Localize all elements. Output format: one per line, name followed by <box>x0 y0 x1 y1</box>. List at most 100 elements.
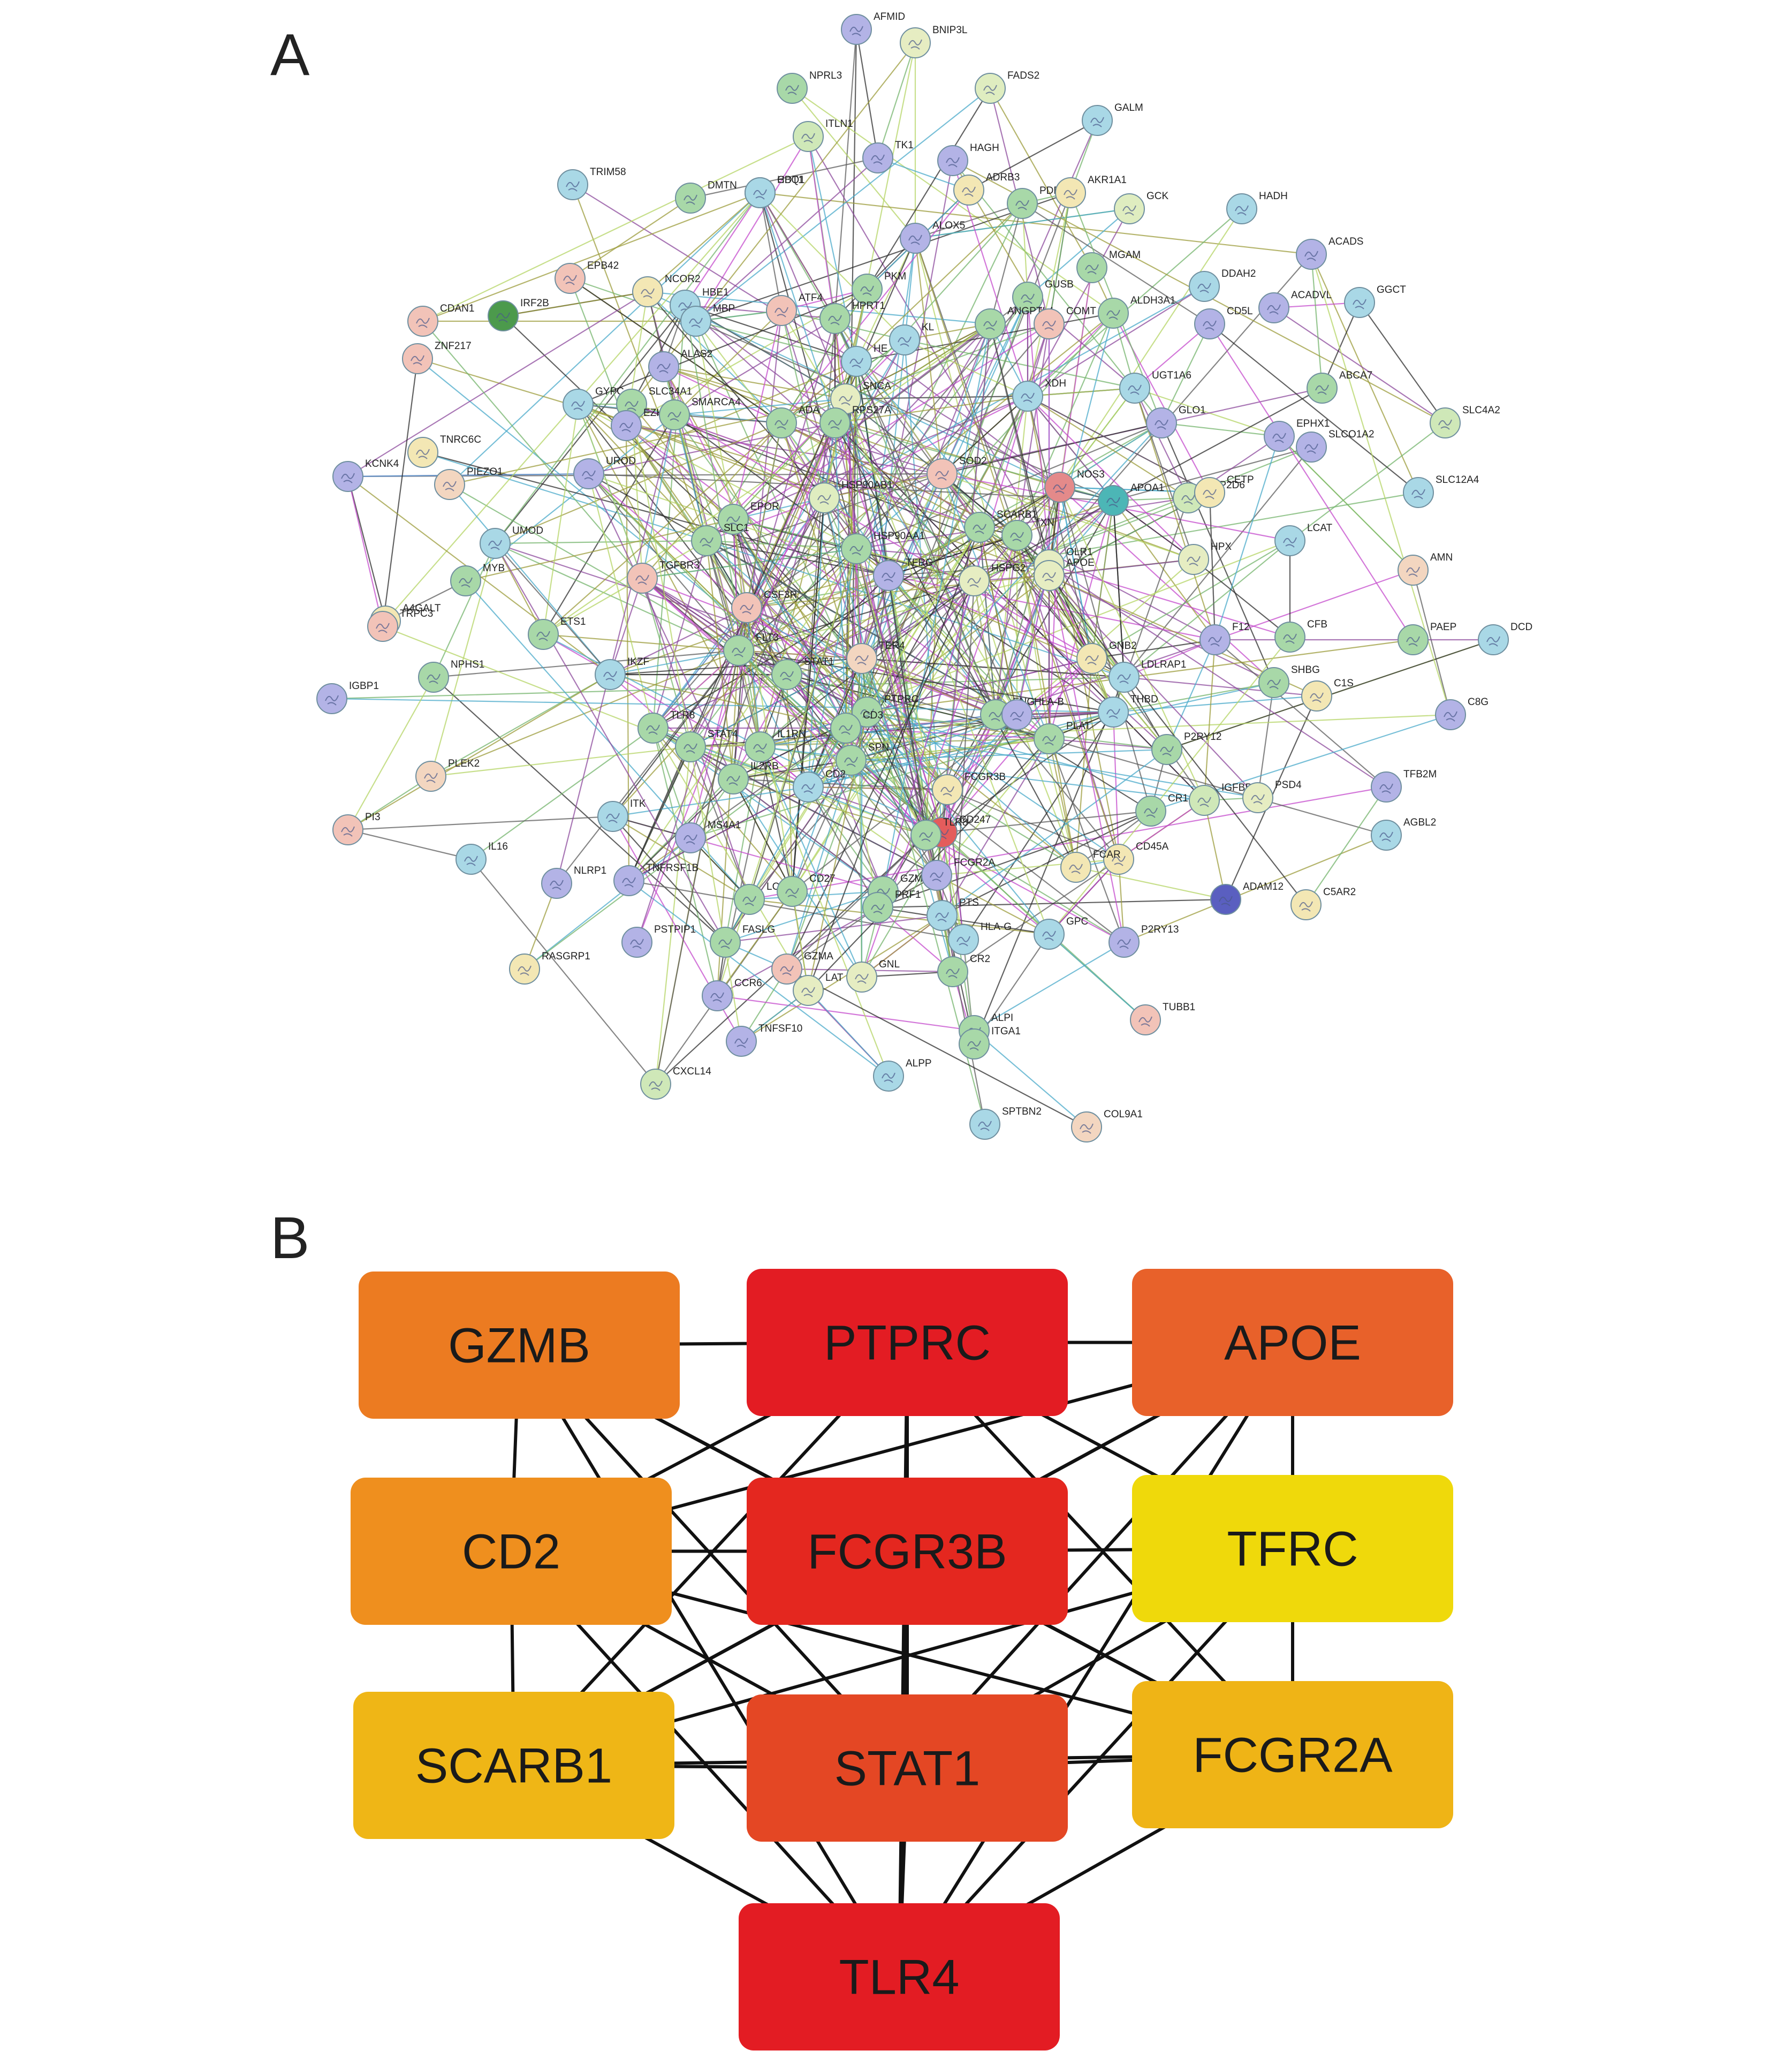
ppi-edge <box>1203 800 1227 900</box>
ppi-edge <box>792 88 1114 314</box>
ppi-node: TUBB1 <box>1130 1002 1195 1035</box>
ppi-edge <box>781 323 1050 424</box>
ppi-edge <box>578 288 868 405</box>
hub-gene-box <box>359 1272 680 1419</box>
ppi-node-label: CD27 <box>809 873 836 884</box>
ppi-edge <box>760 192 905 340</box>
ppi-edge <box>877 157 969 191</box>
ppi-node: HAGH <box>937 142 999 176</box>
ppi-node-label: MGAM <box>1109 249 1141 261</box>
ppi-node: CSF3R <box>731 589 797 623</box>
ppi-node-label: HADH <box>1259 191 1288 202</box>
ppi-edge <box>941 396 1028 474</box>
protein-structure-icon <box>1272 433 1286 443</box>
hub-gene-label: GZMB <box>448 1319 590 1373</box>
hub-gene-box <box>747 1694 1068 1842</box>
ppi-edge <box>636 422 836 943</box>
protein-structure-icon <box>1085 264 1099 275</box>
ppi-edge <box>690 339 905 747</box>
ppi-edge <box>941 810 1151 834</box>
ppi-edge <box>1048 313 1114 565</box>
ppi-edge <box>347 677 434 830</box>
ppi-edge <box>1091 639 1216 660</box>
protein-structure-icon <box>1042 572 1056 582</box>
ppi-node: NPHS1 <box>418 659 484 693</box>
hub-gene-box <box>747 1478 1068 1625</box>
hub-gene-node: STAT1 <box>747 1694 1068 1842</box>
ppi-node-label: TUBB1 <box>1163 1002 1195 1013</box>
ppi-node-label: TFB2M <box>1403 769 1437 780</box>
ppi-node: MBP <box>680 303 735 337</box>
ppi-edge <box>641 578 692 747</box>
ppi-node: FADS2 <box>975 70 1039 104</box>
ppi-edge <box>609 578 643 675</box>
protein-structure-icon <box>518 965 531 976</box>
ppi-edge <box>994 575 1050 715</box>
ppi-edge <box>612 548 857 817</box>
ppi-node: CCR6 <box>702 978 762 1011</box>
ppi-node-label: CFB <box>1307 619 1327 630</box>
ppi-node-label: NCOR2 <box>665 274 701 285</box>
protein-structure-icon <box>742 896 756 906</box>
ppi-edge <box>1289 422 1446 541</box>
hub-gene-node: CD2 <box>351 1478 672 1625</box>
ppi-node: ETS1 <box>528 616 586 650</box>
protein-structure-icon <box>983 85 997 95</box>
ppi-node-label: TNRC6C <box>440 434 481 445</box>
ppi-node: TNFSF10 <box>726 1023 802 1057</box>
ppi-edge <box>786 760 852 970</box>
ppi-edge <box>856 361 1018 536</box>
hub-gene-box <box>1132 1269 1453 1416</box>
ppi-node-label: SLC4A2 <box>1462 405 1500 416</box>
ppi-edge <box>861 915 943 978</box>
ppi-edge <box>807 527 981 991</box>
ppi-node-label: CXCL14 <box>673 1066 711 1077</box>
ppi-edge <box>1193 559 1290 638</box>
ppi-node: C5AR2 <box>1290 887 1356 920</box>
ppi-node: SMARCA4 <box>659 397 741 430</box>
ppi-edge <box>780 310 825 498</box>
ppi-edge <box>495 543 611 675</box>
ppi-edge <box>1049 575 1114 713</box>
protein-structure-icon <box>622 877 636 888</box>
ppi-node-label: UGT1A6 <box>1152 370 1191 381</box>
ppi-edge <box>556 650 739 884</box>
ppi-edge <box>1118 800 1205 860</box>
ppi-edge <box>610 607 747 675</box>
ppi-node-label: AGBL2 <box>1403 817 1436 828</box>
ppi-edge <box>470 859 656 1085</box>
ppi-edge <box>845 398 1050 935</box>
ppi-edge <box>974 942 1125 1031</box>
ppi-node: GCK <box>1114 191 1169 224</box>
ppi-edge <box>759 746 890 1077</box>
ppi-edge <box>495 422 782 544</box>
ppi-edge <box>570 278 782 423</box>
ppi-edge <box>781 190 969 423</box>
ppi-edge <box>808 786 878 908</box>
ppi-node: TLR8 <box>910 817 968 851</box>
ppi-edge <box>851 748 1167 761</box>
ppi-node: SLC12A4 <box>1403 474 1479 508</box>
ppi-edge <box>974 500 1114 581</box>
ppi-edge <box>1016 714 1077 868</box>
ppi-edge <box>1257 682 1275 798</box>
ppi-node-label: PIEZO1 <box>467 466 503 478</box>
ppi-node: CD3 <box>830 710 883 744</box>
ppi-edge <box>347 476 386 622</box>
ppi-node-label: CD5L <box>1227 306 1253 317</box>
ppi-edge <box>1027 313 1114 397</box>
protein-structure-icon <box>1155 419 1168 430</box>
ppi-edge <box>465 580 750 900</box>
ppi-edge <box>733 519 927 836</box>
protein-structure-icon <box>566 181 580 192</box>
ppi-edge <box>877 907 953 972</box>
ppi-edge <box>877 906 1050 935</box>
ppi-edge <box>706 323 991 541</box>
hub-gene-box <box>747 1269 1068 1416</box>
ppi-edge <box>947 714 1018 790</box>
ppi-node: NPRL3 <box>777 70 842 104</box>
ppi-edge <box>652 607 747 729</box>
ppi-node: GALM <box>1082 102 1143 136</box>
